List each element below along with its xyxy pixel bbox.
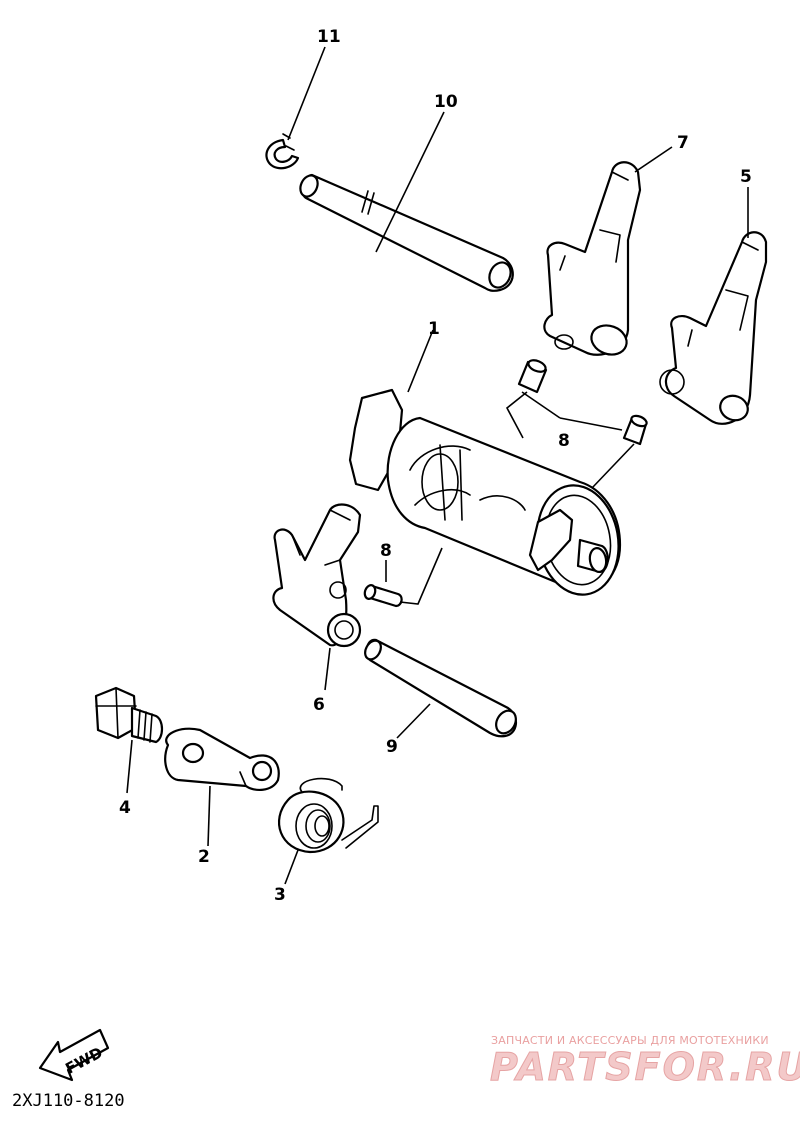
fwd-arrow: FWD	[38, 1028, 110, 1082]
dowel-pin-upper-left-part	[517, 359, 548, 394]
callout-2: 2	[198, 847, 210, 867]
shift-fork-right-part	[659, 231, 768, 425]
leader-lines	[126, 46, 749, 885]
shift-fork-upper-part	[543, 161, 642, 356]
callout-11: 11	[317, 27, 341, 47]
callout-1: 1	[428, 319, 440, 339]
callout-10: 10	[434, 92, 458, 112]
dowel-pin-upper-right-part	[622, 414, 648, 446]
watermark: ЗАПЧАСТИ И АКСЕССУАРЫ ДЛЯ МОТОТЕХНИКИ PA…	[490, 1034, 800, 1090]
callout-6: 6	[313, 695, 325, 715]
torsion-spring-part	[278, 777, 379, 854]
callout-9: 9	[386, 737, 398, 757]
callout-8-upper: 8	[558, 431, 570, 451]
callout-7: 7	[677, 133, 689, 153]
circlip-part	[265, 133, 300, 170]
callout-5: 5	[740, 167, 752, 187]
callout-4: 4	[119, 798, 131, 818]
drawing-code: 2XJ110-8120	[12, 1091, 125, 1111]
guide-bar-lower-part	[364, 638, 517, 738]
shift-drum-part	[348, 388, 622, 596]
shift-fork-lower-part	[272, 503, 362, 648]
watermark-brand: PARTSFOR.RU	[490, 1045, 800, 1089]
guide-bar-part	[299, 173, 514, 292]
callout-labels: 11 10 7 5 1 8 8 6 9 4 2 3	[119, 27, 752, 905]
dowel-pin-lower-part	[363, 584, 403, 608]
stopper-lever-part	[164, 727, 280, 792]
callout-8-lower: 8	[380, 541, 392, 561]
callout-3: 3	[274, 885, 286, 905]
bolt-part	[94, 686, 164, 744]
watermark-tagline: ЗАПЧАСТИ И АКСЕССУАРЫ ДЛЯ МОТОТЕХНИКИ	[491, 1034, 769, 1047]
